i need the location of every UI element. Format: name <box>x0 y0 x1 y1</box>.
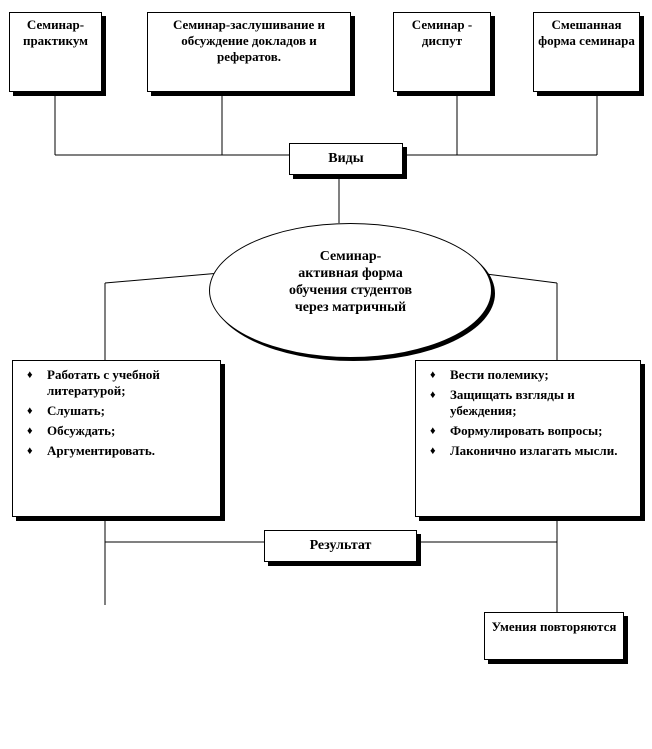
left-skills-box: ♦ Работать с учебной литературой; ♦ Слушат… <box>12 360 221 517</box>
list-item: ♦ Аргументировать. <box>23 443 212 459</box>
list-item-text: Защищать взгляды и убеждения; <box>450 387 575 418</box>
list-item: ♦ Защищать взгляды и убеждения; <box>426 387 632 419</box>
type-label-mixed: Смешанная форма семинара <box>538 17 635 48</box>
skills-repeat-box: Умения повторяются <box>484 612 624 660</box>
list-item: ♦ Обсуждать; <box>23 423 212 439</box>
list-item: ♦ Работать с учебной литературой; <box>23 367 212 399</box>
list-item: ♦ Лаконично излагать мысли. <box>426 443 632 459</box>
list-item-text: Формулировать вопросы; <box>450 423 603 438</box>
type-label-practicum: Семинар-практикум <box>22 17 89 48</box>
types-label: Виды <box>328 151 364 166</box>
result-label-box: Результат <box>264 530 417 562</box>
list-item: ♦ Слушать; <box>23 403 212 419</box>
center-line-1: Семинар- <box>319 249 382 264</box>
center-line-3: обучения студентов <box>288 283 413 298</box>
type-box-debate: Семинар - диспут <box>393 12 491 92</box>
center-line-4: через матричный <box>294 300 407 315</box>
result-label: Результат <box>309 538 372 553</box>
list-item-text: Аргументировать. <box>47 443 155 458</box>
diamond-bullet-icon: ♦ <box>430 445 436 457</box>
connector-center-left <box>104 271 233 284</box>
diamond-bullet-icon: ♦ <box>27 425 33 437</box>
list-item: ♦ Вести полемику; <box>426 367 632 383</box>
center-line-2: активная форма <box>298 266 403 281</box>
left-skills-list: ♦ Работать с учебной литературой; ♦ Слушат… <box>13 361 220 459</box>
type-label-debate: Семинар - диспут <box>411 17 473 48</box>
type-label-reports: Семинар-заслушивание и обсуждение доклад… <box>173 17 325 64</box>
list-item-text: Слушать; <box>47 403 105 418</box>
diamond-bullet-icon: ♦ <box>27 405 33 417</box>
types-label-box: Виды <box>289 143 403 175</box>
right-skills-box: ♦ Вести полемику; ♦ Защищать взгляды и убе… <box>415 360 641 517</box>
central-concept-ellipse: Семинар- активная форма обучения студент… <box>209 223 492 358</box>
list-item-text: Обсуждать; <box>47 423 116 438</box>
diamond-bullet-icon: ♦ <box>430 389 436 401</box>
diamond-bullet-icon: ♦ <box>430 425 436 437</box>
diamond-bullet-icon: ♦ <box>430 369 436 381</box>
type-box-reports: Семинар-заслушивание и обсуждение доклад… <box>147 12 351 92</box>
diamond-bullet-icon: ♦ <box>27 445 33 457</box>
type-box-practicum: Семинар-практикум <box>9 12 102 92</box>
list-item-text: Работать с учебной литературой; <box>47 367 160 398</box>
list-item-text: Вести полемику; <box>450 367 549 382</box>
list-item-text: Лаконично излагать мысли. <box>450 443 618 458</box>
list-item: ♦ Формулировать вопросы; <box>426 423 632 439</box>
diamond-bullet-icon: ♦ <box>27 369 33 381</box>
type-box-mixed: Смешанная форма семинара <box>533 12 640 92</box>
right-skills-list: ♦ Вести полемику; ♦ Защищать взгляды и убе… <box>416 361 640 459</box>
skills-repeat-label: Умения повторяются <box>491 619 617 634</box>
